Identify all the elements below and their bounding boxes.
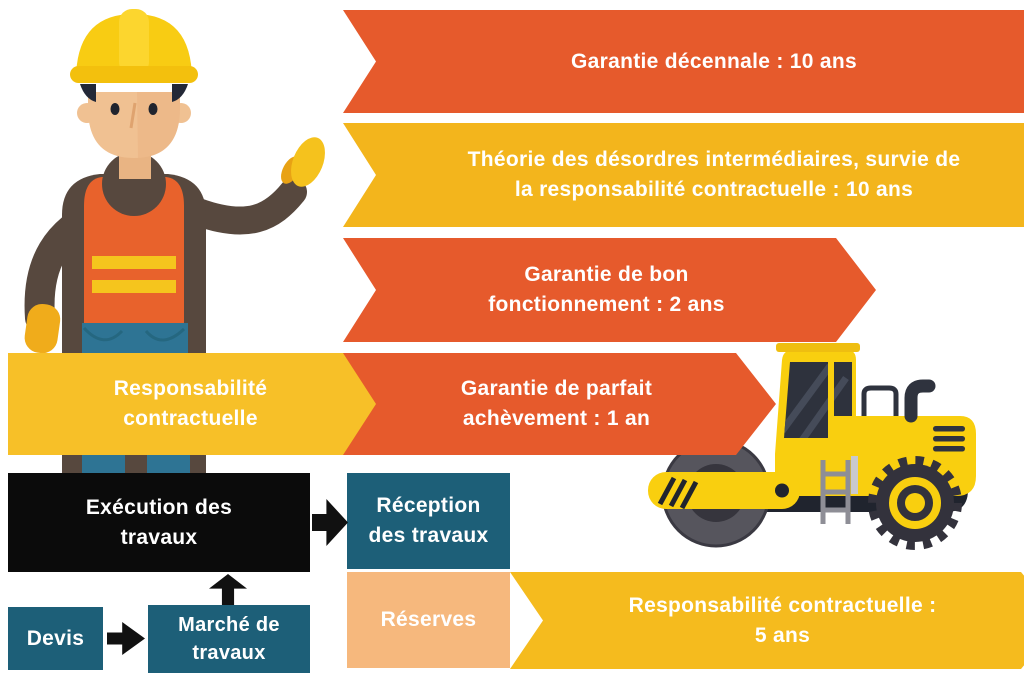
worker-right-arm [184, 178, 307, 235]
worker-hard-hat-ridge [119, 9, 149, 75]
worker-hard-hat-brim [70, 66, 198, 83]
worker-nose [129, 102, 137, 129]
worker-pocket-line [144, 327, 186, 342]
worker-vest-stripe [92, 256, 176, 269]
steamroller-arm-hatching [657, 476, 699, 510]
banner-theorie-desordres: Théorie des désordres intermédiaires, su… [343, 123, 1024, 227]
banner-garantie-decennale: Garantie décennale : 10 ans [343, 10, 1024, 113]
worker-face-shading [137, 92, 180, 158]
box-devis: Devis [8, 607, 103, 670]
banner-bon-fonctionnement-label: Garantie de bon fonctionnement : 2 ans [488, 263, 725, 316]
steamroller-grille-line [933, 426, 965, 432]
worker-hair [172, 84, 188, 102]
worker-vest-stripe [92, 280, 176, 293]
steamroller-arm-bolt [775, 483, 789, 498]
steamroller-panel-stripe [851, 456, 858, 494]
worker-right-glove [291, 137, 325, 187]
box-reserves: Réserves [347, 572, 510, 668]
box-marche-travaux-label: Marché de travaux [178, 613, 280, 664]
banner-responsabilite-contractuelle-5ans-label: Responsabilité contractuelle : 5 ans [628, 593, 937, 647]
worker-pocket-line [82, 326, 124, 342]
banner-theorie-desordres-label: Théorie des désordres intermédiaires, su… [467, 148, 961, 201]
box-reception-travaux-label: Réception des travaux [368, 494, 489, 547]
steamroller-grille-line [933, 436, 965, 442]
steamroller-cab-roof [776, 343, 860, 352]
worker-eye [148, 103, 158, 115]
box-execution-travaux-label: Exécution des travaux [85, 495, 233, 549]
box-execution-travaux: Exécution des travaux [8, 473, 310, 572]
box-reception-travaux: Réception des travaux [347, 473, 510, 569]
steamroller-exhaust [904, 379, 936, 423]
steamroller-ladder [820, 460, 851, 524]
banner-responsabilite-contractuelle-label: Responsabilité contractuelle [113, 377, 268, 430]
steamroller-grille-line [933, 446, 965, 452]
steamroller-illustration [648, 343, 976, 550]
arrow-execution-to-reception [312, 499, 348, 546]
box-reserves-label: Réserves [380, 608, 477, 632]
banner-parfait-achevement-label: Garantie de parfait achèvement : 1 an [460, 377, 653, 430]
box-marche-travaux: Marché de travaux [148, 605, 310, 673]
banner-bon-fonctionnement: Garantie de bon fonctionnement : 2 ans [343, 238, 876, 342]
banner-responsabilite-contractuelle: Responsabilité contractuelle [8, 353, 409, 455]
worker-eye [110, 103, 120, 115]
banner-responsabilite-contractuelle-5ans: Responsabilité contractuelle : 5 ans [510, 572, 1024, 669]
worker-hair [80, 84, 96, 102]
banner-garantie-decennale-label: Garantie décennale : 10 ans [571, 49, 857, 73]
banner-parfait-achevement: Garantie de parfait achèvement : 1 an [343, 353, 776, 455]
steamroller-window-glare [784, 363, 849, 438]
box-devis-label: Devis [26, 626, 85, 650]
steamroller-wheel [868, 456, 962, 550]
worker-left-glove [24, 303, 61, 354]
arrow-devis-to-marche [107, 622, 145, 655]
steamroller-cab-window [834, 362, 852, 416]
steamroller-handrail [861, 385, 899, 416]
arrow-marche-to-execution [209, 574, 247, 605]
